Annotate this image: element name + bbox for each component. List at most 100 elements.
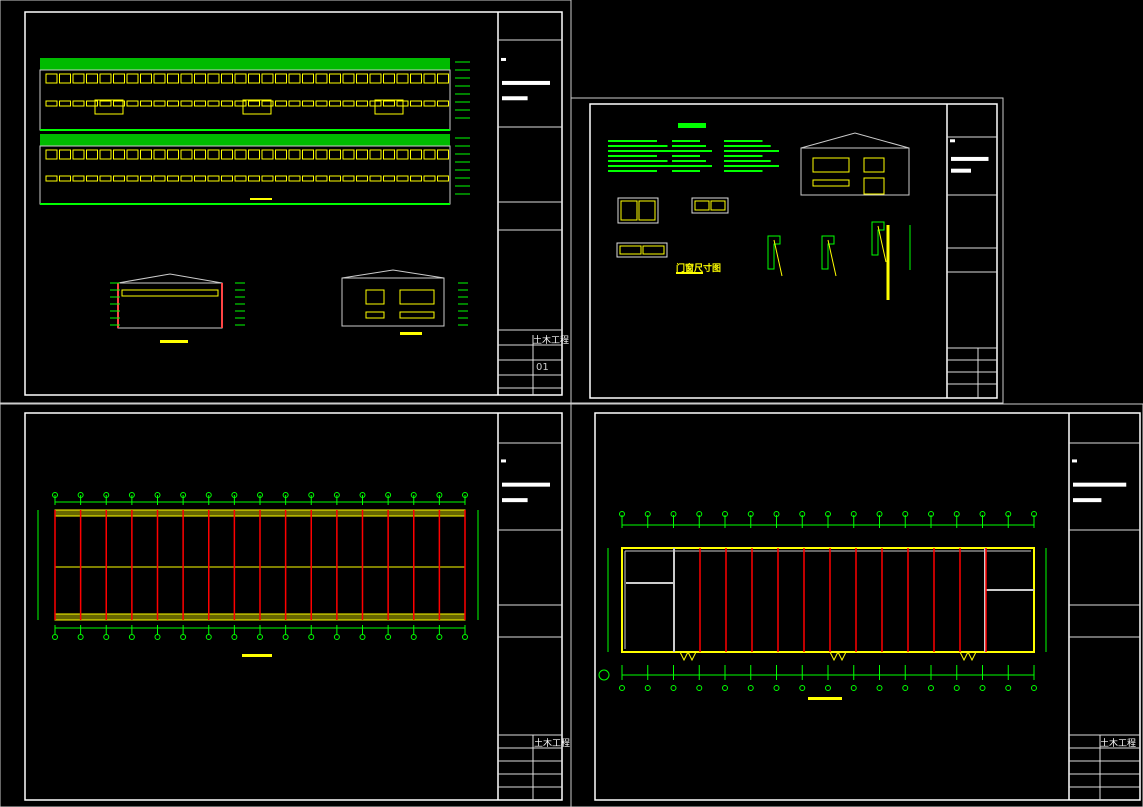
axis-bubble [436, 492, 443, 498]
front-elevation-window [234, 73, 247, 84]
rear-elevation-window [99, 149, 112, 160]
front-elevation-lower-window [410, 100, 422, 107]
front-elevation-window [59, 73, 71, 84]
front-elevation-window [437, 73, 449, 84]
front-elevation-lower-window [167, 100, 179, 107]
axis-bubble [825, 511, 831, 517]
axis-bubble [953, 685, 960, 691]
rear-elevation-lower-window [423, 175, 436, 182]
rear-elevation-window [261, 149, 274, 160]
axis-bubble [154, 492, 161, 498]
rear-elevation-window [288, 149, 301, 160]
structure-plan-title-bar [242, 654, 272, 657]
side-elevation-window [399, 311, 435, 319]
rear-elevation-lower-window [369, 175, 382, 182]
note-text-line [608, 140, 657, 142]
front-elevation-lower-window [153, 100, 166, 107]
note-text-line [724, 140, 763, 142]
front-elevation-lower-window [248, 100, 260, 107]
rear-elevation-lower-window [410, 175, 422, 182]
project-name-text [502, 80, 550, 85]
window-type-frame [616, 242, 668, 258]
note-text-line [724, 155, 763, 157]
detail-flashing [773, 239, 783, 277]
axis-bubble [799, 511, 806, 517]
front-elevation-lower-window [302, 100, 314, 107]
title-block-small-text [501, 57, 506, 61]
axis-bubble [231, 492, 238, 498]
rear-elevation-lower-window [437, 175, 449, 182]
axis-bubble [436, 634, 443, 640]
axis-bubble [876, 685, 883, 691]
rear-elevation-window [72, 149, 85, 160]
front-elevation-lower-window [423, 100, 436, 107]
note-text-line [608, 160, 668, 162]
axis-bubble [902, 511, 909, 517]
front-elevation-lower-window [275, 100, 287, 107]
note-text-line [608, 170, 657, 172]
front-elevation-window [99, 73, 112, 84]
front-elevation-window [275, 73, 287, 84]
rear-elevation-lower-window [275, 175, 287, 182]
axis-bubble [410, 634, 417, 640]
front-elevation-window [72, 73, 85, 84]
floor-plan-title-bar [808, 697, 842, 700]
note-text-line [672, 150, 712, 152]
front-elevation-window [410, 73, 422, 84]
front-elevation-window [423, 73, 436, 84]
axis-bubble [103, 492, 110, 498]
front-elevation-lower-window [99, 100, 112, 107]
axis-bubble [128, 492, 135, 498]
note-text-line [672, 170, 700, 172]
axis-bubble [722, 511, 728, 517]
front-elevation-lower-window [59, 100, 71, 107]
sheet2-drawing-frame [589, 103, 998, 399]
general-notes-title [678, 123, 706, 128]
axis-bubble [644, 511, 651, 517]
front-elevation-lower-window [437, 100, 449, 107]
axis-bubble [722, 685, 728, 691]
rear-elevation-window [302, 149, 314, 160]
front-elevation-window [113, 73, 125, 84]
detail-elevation-window [863, 157, 885, 173]
front-elevation-window [261, 73, 274, 84]
sheet1-number: 01 [536, 362, 549, 373]
sheet4-discipline-label: 土木工程 [1100, 739, 1137, 749]
elevation-title-bar [250, 198, 272, 200]
axis-bubble [333, 634, 340, 640]
front-elevation-lower-window [234, 100, 247, 107]
project-name-text-line2 [502, 498, 528, 503]
rear-elevation-window [329, 149, 341, 160]
window-pane [620, 200, 638, 221]
rear-elevation-window [45, 149, 58, 160]
entrance-canopy [242, 99, 272, 115]
rear-elevation-lower-window [153, 175, 166, 182]
front-elevation-window [45, 73, 58, 84]
rear-elevation-lower-window [329, 175, 341, 182]
entrance-steps [829, 650, 847, 662]
entrance-canopy [374, 99, 404, 115]
sheet4-outer-border [570, 403, 1143, 807]
axis-bubble [825, 685, 831, 691]
axis-bubble [1005, 511, 1012, 517]
axis-bubble [644, 685, 651, 691]
front-elevation-lower-window [180, 100, 193, 107]
rear-elevation-window [234, 149, 247, 160]
axis-bubble [308, 492, 315, 498]
front-elevation-lower-window [126, 100, 139, 107]
project-name-text [951, 156, 989, 161]
side-elevation-window [365, 311, 385, 319]
axis-bubble [1031, 685, 1037, 691]
rear-elevation-window [180, 149, 193, 160]
rear-elevation-window [140, 149, 152, 160]
note-text-line [608, 165, 678, 167]
side-elevation-window [399, 289, 435, 305]
axis-bubble [979, 685, 986, 691]
rear-elevation-window [315, 149, 328, 160]
axis-bubble [773, 511, 780, 517]
rear-elevation-lower-window [315, 175, 328, 182]
window-pane [619, 245, 642, 255]
schedule-title-underline [676, 272, 703, 274]
floor-plan-outline [621, 547, 1035, 653]
